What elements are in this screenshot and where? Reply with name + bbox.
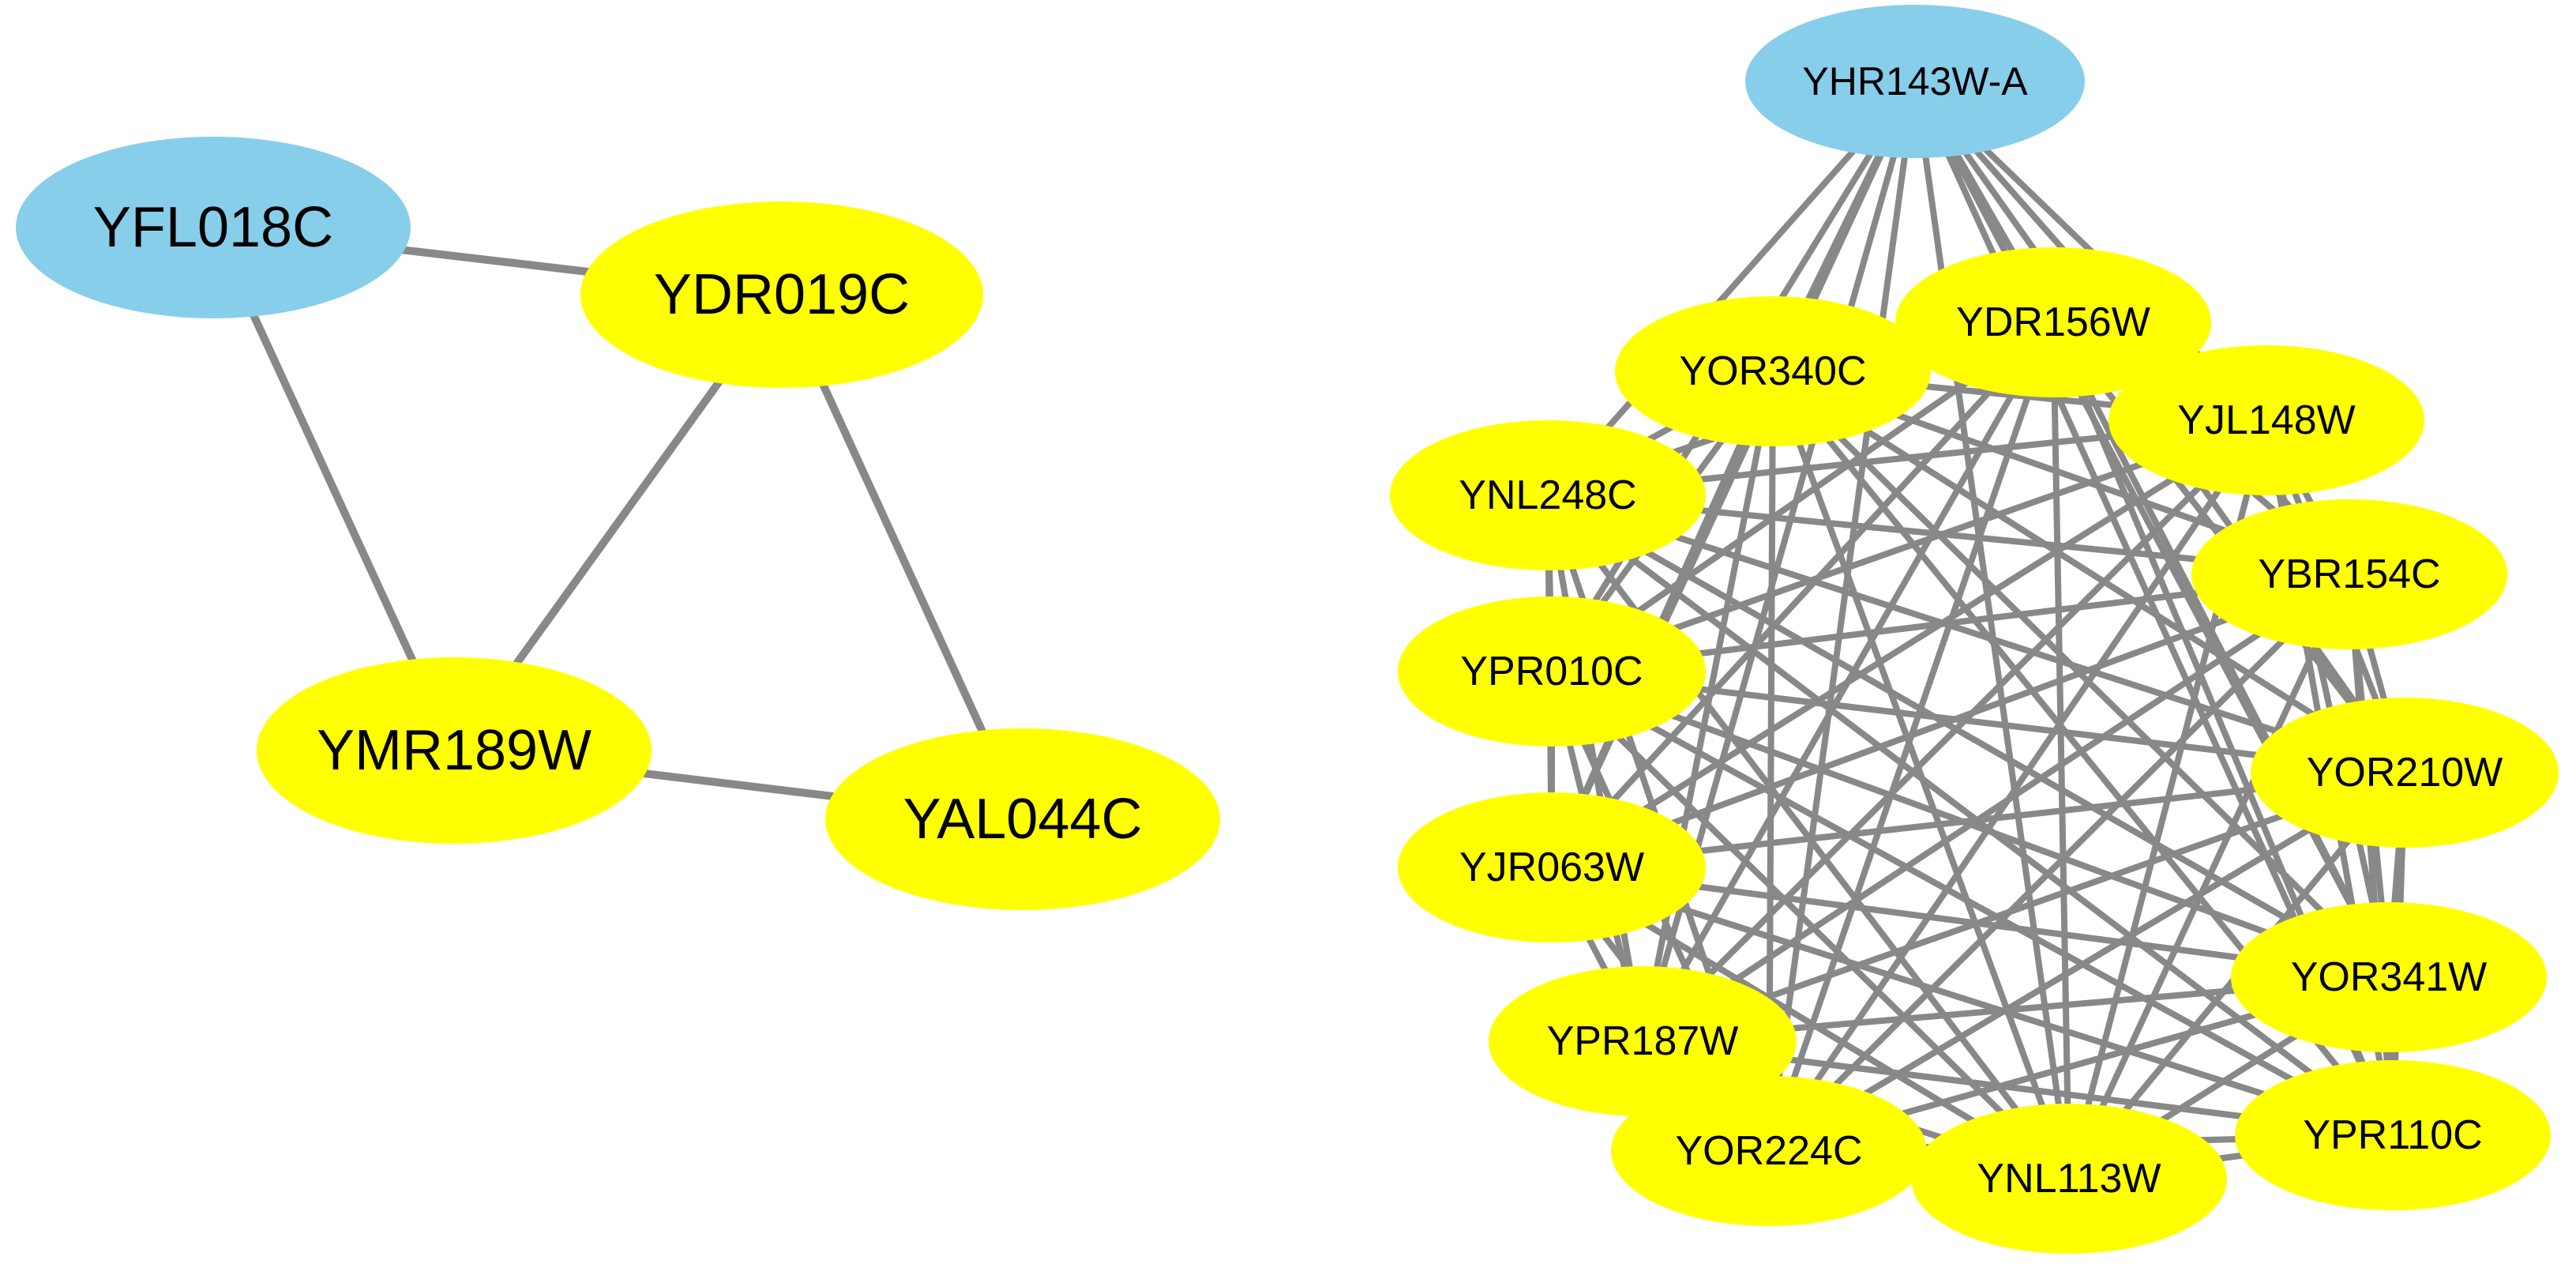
edge-yjl148w-yjr063w [1549, 417, 2269, 871]
node-label-ymr189w: YMR189W [317, 719, 591, 782]
node-shape-ydr156w [1895, 247, 2211, 397]
node-ynl248c[interactable]: YNL248C [1390, 420, 1706, 570]
node-label-yor224c: YOR224C [1676, 1128, 1863, 1174]
node-shape-yor340c [1615, 296, 1931, 446]
node-shape-ypr010c [1398, 596, 1706, 747]
node-label-yhr143w-a: YHR143W-A [1802, 59, 2028, 103]
node-yjl148w[interactable]: YJL148W [2108, 345, 2424, 495]
node-shape-ydr019c [580, 201, 983, 388]
node-shape-ybr154c [2191, 499, 2507, 649]
edge-ynl248c-yor210w [1546, 492, 2406, 776]
node-label-ypr110c: YPR110C [2303, 1112, 2482, 1158]
node-ymr189w[interactable]: YMR189W [257, 657, 652, 844]
edge-yjl148w-yor224c [1766, 418, 2270, 1153]
node-yor210w[interactable]: YOR210W [2251, 698, 2559, 848]
node-yfl018c[interactable]: YFL018C [16, 137, 411, 318]
node-shape-ynl113w [1911, 1104, 2227, 1254]
node-ybr154c[interactable]: YBR154C [2191, 499, 2507, 649]
node-shape-yjl148w [2108, 345, 2424, 495]
edge-ypr010c-ypr110c [1550, 668, 2394, 1138]
node-shape-yor341w [2231, 902, 2547, 1052]
edge-ybr154c-ynl113w [2066, 573, 2353, 1180]
node-label-yor341w: YOR341W [2291, 954, 2488, 1000]
node-yor224c[interactable]: YOR224C [1611, 1076, 1927, 1226]
node-label-yor340c: YOR340C [1680, 348, 1867, 394]
node-ydr156w[interactable]: YDR156W [1895, 247, 2211, 397]
node-shape-yor224c [1611, 1076, 1927, 1226]
node-shape-ymr189w [257, 657, 652, 844]
node-label-yjr063w: YJR063W [1459, 845, 1644, 890]
node-label-yor210w: YOR210W [2307, 750, 2503, 796]
node-yhr143w-a[interactable]: YHR143W-A [1745, 5, 2085, 158]
edge-yjr063w-ypr110c [1550, 864, 2394, 1138]
node-ypr110c[interactable]: YPR110C [2235, 1060, 2551, 1210]
node-yal044c[interactable]: YAL044C [825, 728, 1220, 910]
node-shape-ypr187w [1489, 966, 1797, 1116]
edge-ydr156w-yor341w [2050, 321, 2392, 979]
node-shape-yal044c [825, 728, 1220, 910]
node-label-ypr010c: YPR010C [1460, 649, 1643, 694]
node-ynl113w[interactable]: YNL113W [1911, 1104, 2227, 1254]
edge-yhr143w-a-ynl113w [1912, 81, 2072, 1179]
edge-ydr156w-ynl113w [2050, 322, 2072, 1179]
node-label-ydr156w: YDR156W [1956, 299, 2150, 345]
edge-ypr010c-yor341w [1550, 668, 2390, 980]
node-label-yjl148w: YJL148W [2177, 397, 2355, 443]
edge-yor340c-yor210w [1771, 368, 2407, 776]
edges-layer [209, 79, 2408, 1182]
edge-ybr154c-ypr187w [1640, 571, 2352, 1044]
node-shape-yjr063w [1398, 792, 1706, 942]
edge-ydr156w-yjr063w [1549, 320, 2056, 870]
node-yor341w[interactable]: YOR341W [2231, 902, 2547, 1052]
edge-ynl248c-yor341w [1546, 492, 2390, 980]
node-shape-ypr110c [2235, 1060, 2551, 1210]
edge-yhr143w-a-yor224c [1766, 81, 1918, 1152]
edge-yor210w-yor224c [1767, 769, 2407, 1154]
nodes-layer: YFL018C YDR019C YMR189W YAL044C YHR143W-A YDR… [16, 5, 2559, 1254]
node-shape-yor210w [2251, 698, 2559, 848]
node-label-ydr019c: YDR019C [654, 263, 910, 326]
node-shape-ynl248c [1390, 420, 1706, 570]
node-label-yal044c: YAL044C [903, 788, 1143, 851]
node-label-ypr187w: YPR187W [1547, 1018, 1739, 1064]
node-shape-yfl018c [16, 137, 411, 318]
node-ypr010c[interactable]: YPR010C [1398, 596, 1706, 747]
node-label-ynl113w: YNL113W [1977, 1156, 2161, 1202]
node-ydr019c[interactable]: YDR019C [580, 201, 983, 388]
node-label-ybr154c: YBR154C [2258, 551, 2440, 597]
node-yor340c[interactable]: YOR340C [1615, 296, 1931, 446]
node-shape-yhr143w-a [1745, 5, 2085, 158]
node-label-yfl018c: YFL018C [93, 196, 333, 259]
edge-ynl248c-ypr110c [1545, 492, 2395, 1138]
node-ypr187w[interactable]: YPR187W [1489, 966, 1797, 1116]
node-yjr063w[interactable]: YJR063W [1398, 792, 1706, 942]
node-label-ynl248c: YNL248C [1459, 472, 1636, 518]
